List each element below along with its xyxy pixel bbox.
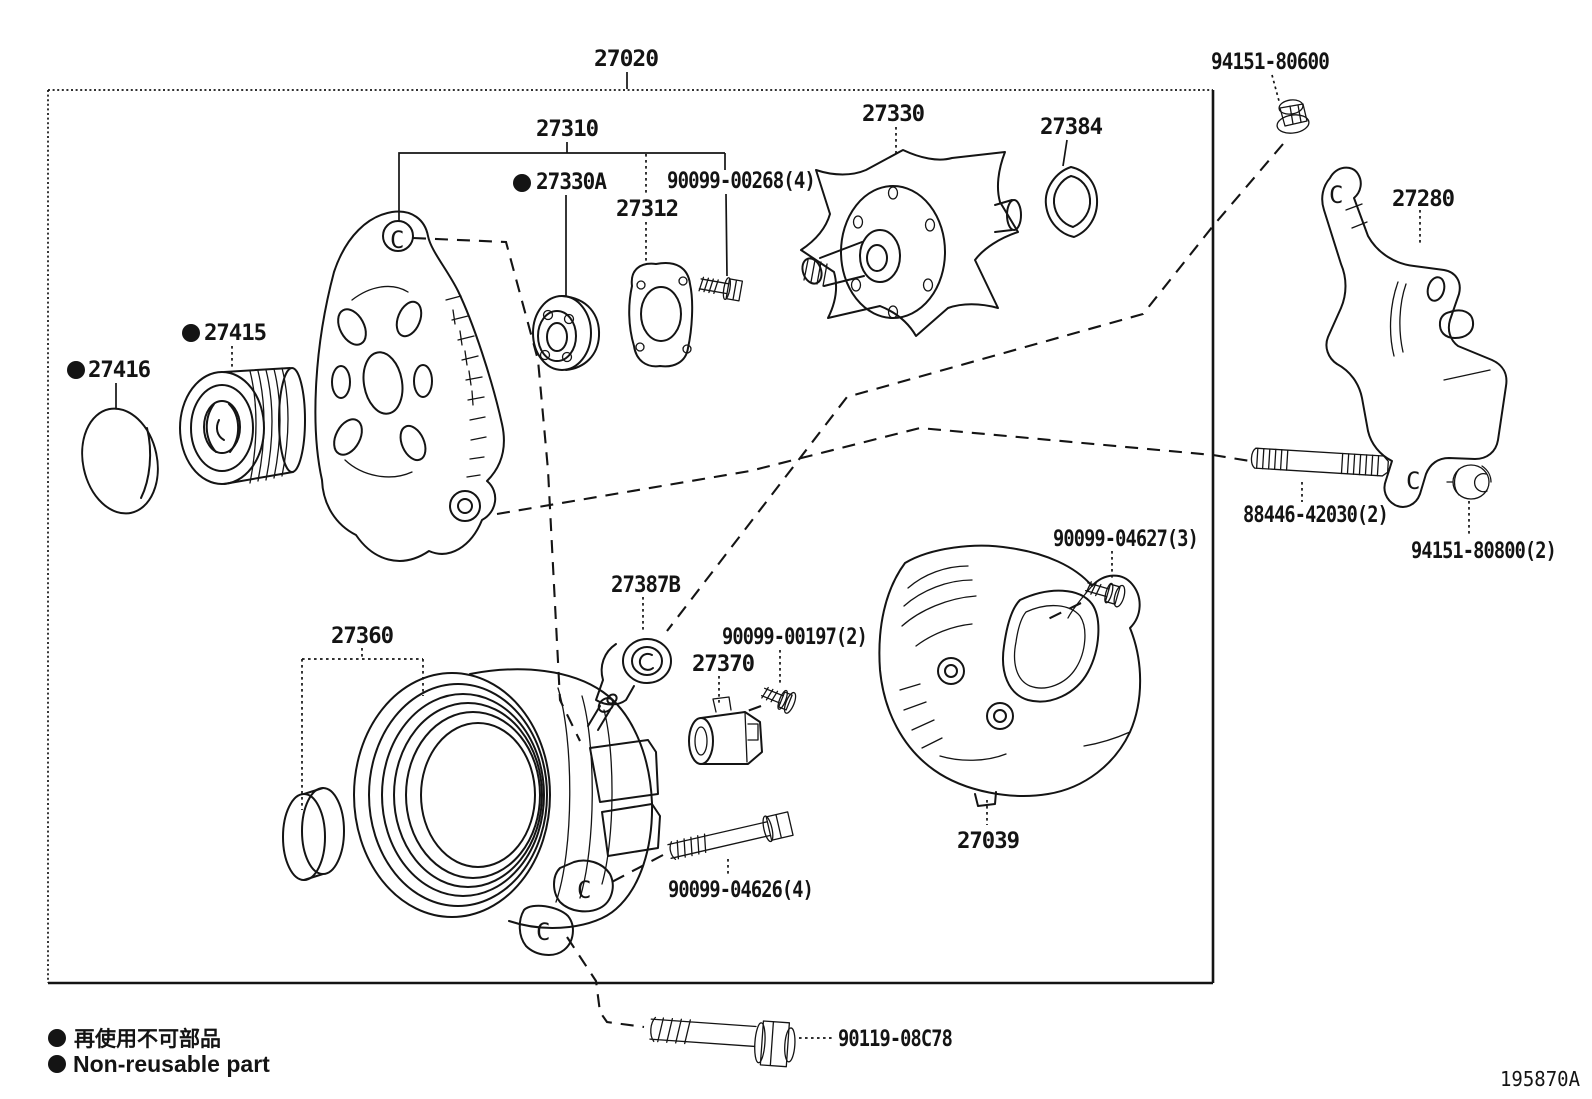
non-reusable-bullet (182, 324, 200, 342)
part-number-94151-80800[interactable]: 94151-80800(2) (1411, 539, 1557, 564)
hole-marker-c-icon: C (390, 226, 404, 254)
legend-text-ja: 再使用不可部品 (74, 1027, 221, 1051)
part-number-27387b[interactable]: 27387B (611, 573, 682, 598)
nut-94151-80800-drawing (1446, 464, 1492, 500)
stator-27360-drawing (353, 668, 661, 956)
bolt-90099-04626-drawing (667, 811, 794, 861)
screw-90099-04627-drawing (1084, 581, 1126, 608)
hole-marker-c-icon: C (1329, 181, 1343, 209)
stator-collar-drawing (282, 787, 345, 881)
nut-94151-80600-drawing (1276, 99, 1310, 134)
front-bracket-27310-drawing (314, 210, 505, 562)
non-reusable-bullet (48, 1055, 66, 1073)
pulley-cap-27416-drawing (81, 407, 159, 515)
leader-94151-80600 (1271, 74, 1280, 102)
leader-27384 (1062, 139, 1068, 167)
legend-text-en: Non-reusable part (73, 1051, 270, 1077)
rotor-27330-drawing (800, 149, 1022, 337)
dashed-line-nut-to-insulator (666, 143, 1284, 632)
insulator-27387b-drawing (595, 638, 672, 706)
assembly-alignment-lines (412, 143, 1284, 1029)
part-number-90099-04626[interactable]: 90099-04626(4) (668, 878, 814, 903)
regulator-27370-drawing (688, 696, 763, 765)
rear-cover-27039-drawing (878, 544, 1142, 807)
part-number-27416[interactable]: 27416 (88, 358, 152, 383)
label-leader-lines (115, 72, 1470, 1039)
screw-90099-00197-drawing (761, 686, 797, 714)
dashed-line-bracket-to-stator (412, 236, 581, 742)
part-number-88446-42030[interactable]: 88446-42030(2) (1243, 503, 1389, 528)
part-number-27020[interactable]: 27020 (594, 47, 659, 72)
bearing-27330a-drawing (532, 295, 601, 371)
part-number-labels: 27020 94151-80600 27310 27330A 90099-002… (67, 47, 1557, 1052)
assembly-boundary-box (47, 89, 1215, 985)
leader-bracket-27310 (398, 142, 728, 277)
legend: 再使用不可部品 Non-reusable part (48, 1027, 270, 1077)
hole-marker-c-icon: C (577, 876, 591, 904)
part-number-90099-00197[interactable]: 90099-00197(2) (722, 625, 868, 650)
figure-code: 195870A (1500, 1067, 1580, 1091)
part-number-27415[interactable]: 27415 (204, 321, 267, 346)
part-number-90099-00268[interactable]: 90099-00268(4) (667, 169, 816, 194)
part-number-94151-80600[interactable]: 94151-80600 (1211, 50, 1330, 75)
non-reusable-bullet (67, 361, 85, 379)
dashed-screw-00197-leader (741, 705, 762, 714)
dashed-bolt-04626-leader (607, 854, 664, 885)
part-number-27330a[interactable]: 27330A (536, 170, 608, 195)
retainer-plate-27312-drawing (628, 262, 694, 368)
part-number-27312[interactable]: 27312 (616, 197, 679, 222)
bolt-90119-08c78-drawing (649, 1016, 796, 1068)
dashed-line-stud-to-front-bracket (496, 426, 1251, 516)
non-reusable-bullet (48, 1029, 66, 1047)
stud-88446-42030-drawing (1250, 447, 1389, 477)
seal-ring-27384-drawing (1044, 166, 1099, 238)
hole-marker-c-icon: C (536, 918, 550, 946)
part-number-90099-04627[interactable]: 90099-04627(3) (1053, 527, 1199, 552)
leader-bracket-27360 (301, 648, 424, 810)
part-number-27280[interactable]: 27280 (1392, 187, 1455, 212)
non-reusable-bullet (513, 174, 531, 192)
part-number-27039[interactable]: 27039 (957, 829, 1020, 854)
pulley-27415-drawing (179, 367, 306, 485)
part-number-27384[interactable]: 27384 (1040, 115, 1104, 140)
hole-markers: C C C C C (390, 181, 1420, 946)
part-number-27330[interactable]: 27330 (862, 102, 925, 127)
hole-marker-c-icon: C (1406, 467, 1420, 495)
part-number-27310[interactable]: 27310 (536, 117, 599, 142)
part-number-90119-08c78[interactable]: 90119-08C78 (838, 1027, 953, 1052)
part-number-27360[interactable]: 27360 (331, 624, 394, 649)
bolt-90099-00268-drawing (698, 276, 744, 302)
bracket-27280-drawing (1321, 166, 1508, 508)
part-number-27370[interactable]: 27370 (692, 652, 755, 677)
